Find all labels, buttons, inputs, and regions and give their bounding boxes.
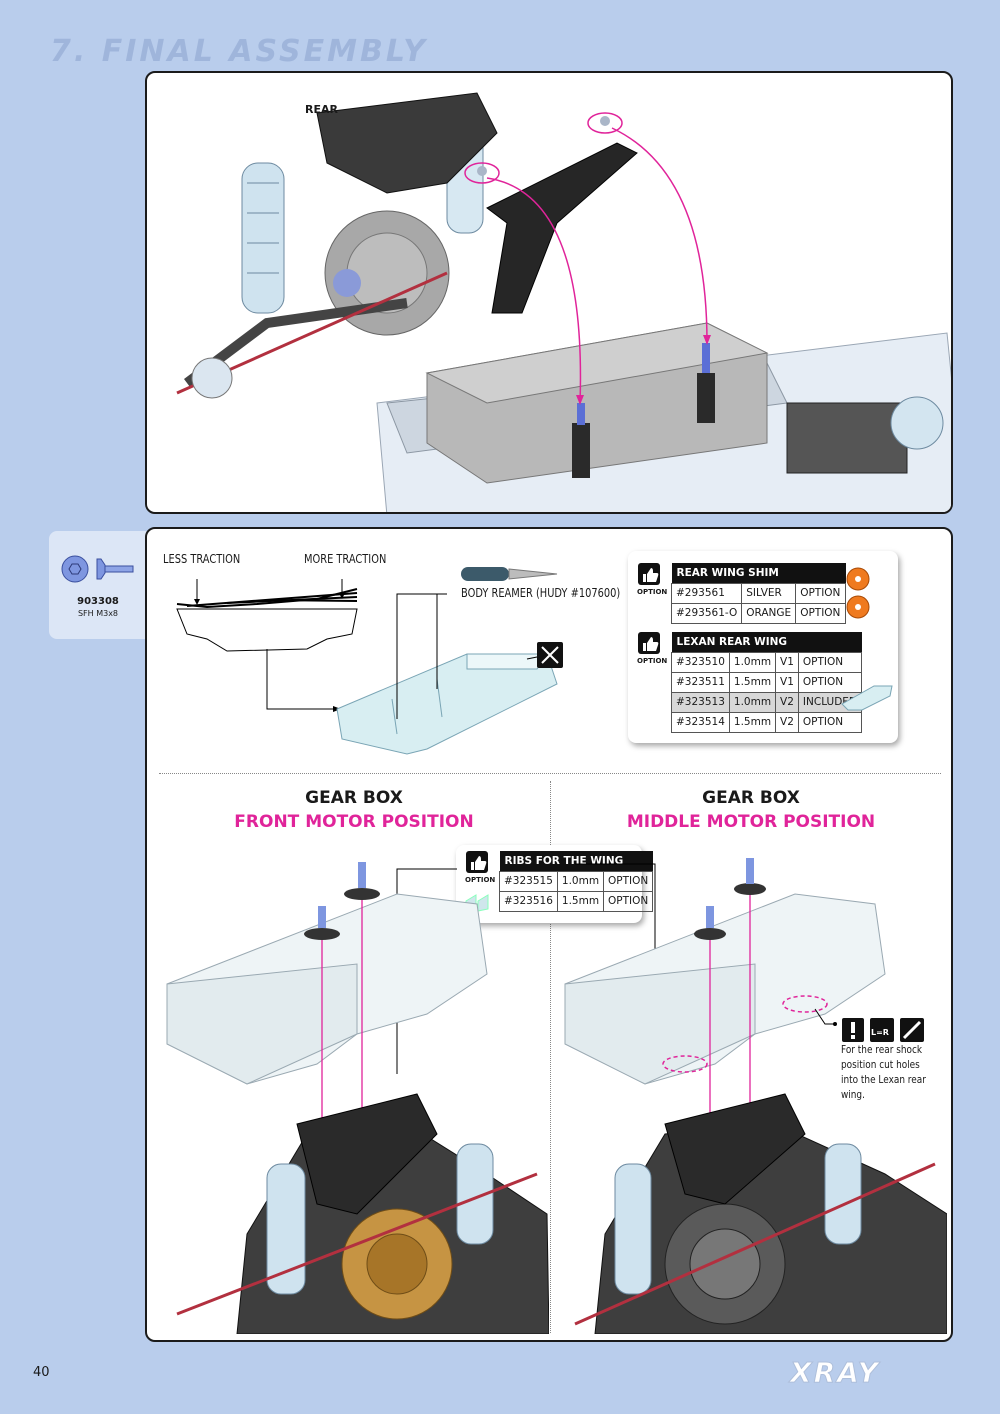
page-number: 40 [33,1365,50,1380]
front-motor-illustration [166,862,549,1334]
shim-icon [846,567,870,619]
table-cell: SILVER [741,582,797,604]
scissors-icon [537,642,563,668]
table-cell: #293561 [670,582,743,604]
table-cell: V2 [775,691,799,713]
options-box-wing: OPTION REAR WING SHIM #293561 SILVER OPT… [628,551,898,743]
part-desc: SFH M3x8 [77,609,119,618]
option-tag: OPTION [637,588,668,596]
wing-thumbnail-icon [841,685,893,711]
part-code: 903308 [77,596,119,607]
body-reamer-icon [461,567,558,581]
thumb-up-icon [466,851,488,873]
more-traction-label: MORE TRACTION [304,552,387,566]
lr-equal-text: L=R [871,1028,889,1037]
note-text: For the rear shock position cut holes in… [841,1044,926,1101]
less-traction-label: LESS TRACTION [163,552,241,566]
brand-logo: XRAY [790,1356,880,1390]
lexan-rear-wing-table: LEXAN REAR WING #323510 1.0mm V1 OPTION … [671,632,863,733]
table-cell: #323510 [671,651,730,673]
ribs-table: RIBS FOR THE WING #323515 1.0mm OPTION #… [499,851,654,912]
table-cell: #323513 [671,691,730,713]
table-cell: #323516 [499,890,558,912]
lr-equal-icon [870,1018,894,1042]
option-tag: OPTION [637,657,668,665]
rear-assembly-illustration [176,92,951,512]
table-row: #323511 1.5mm V1 OPTION [671,671,863,693]
table-cell: OPTION [797,671,863,693]
table-cell: 1.5mm [556,890,605,912]
table-cell: 1.0mm [728,691,777,713]
table-row: #293561 SILVER OPTION [670,582,847,604]
table-cell: OPTION [603,890,654,912]
gearbox-left-subtitle: FRONT MOTOR POSITION [234,812,474,832]
divider [550,781,551,1333]
table-cell: OPTION [603,870,654,892]
table-row: #293561-O ORANGE OPTION [670,602,847,624]
table-cell: 1.5mm [728,711,777,733]
options-box-ribs: OPTION RIBS FOR THE WING #323515 1.0mm O… [456,845,654,923]
option-tag: OPTION [465,876,496,884]
table-title: LEXAN REAR WING [671,632,862,652]
thumb-up-icon [638,632,660,654]
table-cell: #323514 [671,711,730,733]
table-row: #323514 1.5mm V2 OPTION [671,711,863,733]
section-title: 7. FINAL ASSEMBLY [50,34,428,69]
rear-assembly-panel: REAR [145,71,953,514]
table-cell: OPTION [797,651,863,673]
table-row: #323515 1.0mm OPTION [499,870,654,892]
screw-icon [61,555,134,583]
traction-wing-diagram [176,579,558,755]
note-icons [842,1018,924,1042]
rear-wing-shim-table: REAR WING SHIM #293561 SILVER OPTION #29… [670,563,847,624]
table-cell: OPTION [795,582,847,604]
table-row: #323513 1.0mm V2 INCLUDED [671,691,863,713]
gearbox-right-title: GEAR BOX [702,788,800,808]
table-cell: 1.0mm [728,651,777,673]
divider [159,773,941,774]
table-title: REAR WING SHIM [671,563,846,583]
table-cell: V1 [775,671,799,693]
wing-assembly-panel: LESS TRACTION MORE TRACTION BODY REAMER … [145,527,953,1342]
part-callout: 903308 SFH M3x8 [49,531,147,639]
gearbox-right-subtitle: MIDDLE MOTOR POSITION [626,812,876,832]
table-row: #323516 1.5mm OPTION [499,890,654,912]
gearbox-left-title: GEAR BOX [305,788,403,808]
table-cell: V1 [775,651,799,673]
table-cell: #293561-O [670,602,743,624]
table-cell: ORANGE [741,602,797,624]
middle-motor-illustration [564,858,947,1334]
table-cell: OPTION [795,602,847,624]
reamer-label: BODY REAMER (HUDY #107600) [461,586,621,600]
table-cell: OPTION [797,711,863,733]
rear-label: REAR [305,103,338,116]
table-cell: 1.5mm [728,671,777,693]
table-row: #323510 1.0mm V1 OPTION [671,651,863,673]
table-cell: #323511 [671,671,730,693]
table-cell: V2 [775,711,799,733]
thumb-up-icon [638,563,660,585]
